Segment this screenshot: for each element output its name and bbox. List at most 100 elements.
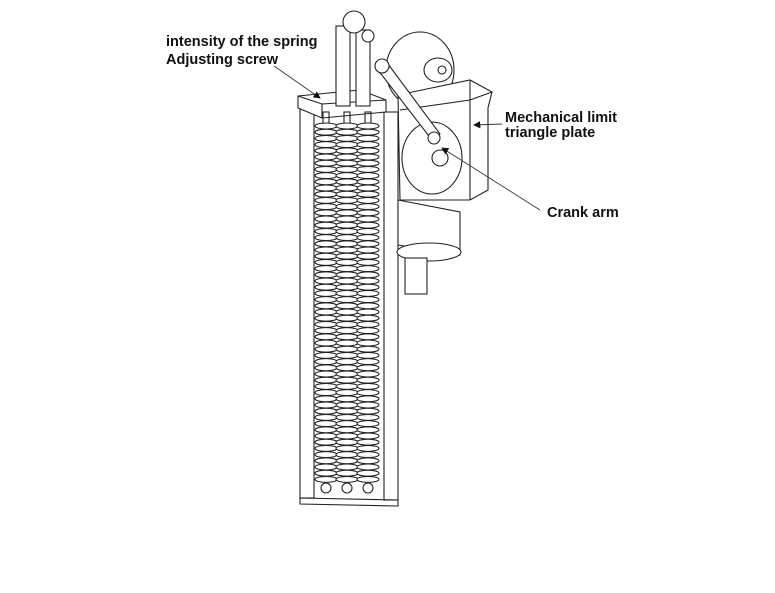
spring-coil — [356, 451, 380, 459]
spring-coil — [335, 407, 359, 415]
spring-coil — [356, 128, 380, 136]
spring-coil — [314, 475, 338, 483]
spring-coil — [335, 370, 359, 378]
spring-coil — [335, 209, 359, 217]
spring-coil — [356, 209, 380, 217]
spring-coil — [335, 339, 359, 347]
spring-coil — [356, 333, 380, 341]
spring-coil — [356, 289, 380, 297]
spring-coil — [314, 376, 338, 384]
spring-coil — [335, 134, 359, 142]
spring-coil — [314, 426, 338, 434]
spring-coil — [356, 240, 380, 248]
spring-coil — [335, 258, 359, 266]
spring-coil — [335, 122, 359, 130]
spring-coil — [314, 265, 338, 273]
spring-coil — [314, 351, 338, 359]
spring-coil — [335, 389, 359, 397]
spring-coil — [335, 141, 359, 149]
spring-coil — [335, 296, 359, 304]
label-adjusting-screw: Adjusting screw — [166, 52, 278, 68]
spring-coil — [356, 196, 380, 204]
spring-coil — [335, 221, 359, 229]
spring-coil — [335, 184, 359, 192]
spring-coil — [314, 227, 338, 235]
spring-coil — [356, 314, 380, 322]
spring-coil — [356, 432, 380, 440]
spring-coil — [356, 271, 380, 279]
spring-coil — [356, 420, 380, 428]
spring-coil — [335, 382, 359, 390]
spring-coil — [335, 395, 359, 403]
spring-coil — [314, 320, 338, 328]
label-crank-arm: Crank arm — [547, 205, 619, 221]
spring-coil — [356, 258, 380, 266]
spring-coil — [314, 165, 338, 173]
motor-fan — [396, 199, 462, 295]
spring-coil — [314, 308, 338, 316]
spring-coil — [314, 463, 338, 471]
spring-coil — [314, 246, 338, 254]
spring-coil — [356, 283, 380, 291]
spring-coil — [335, 420, 359, 428]
spring-coil — [335, 320, 359, 328]
spring-coil — [335, 327, 359, 335]
spring-coil — [356, 395, 380, 403]
spring-coil — [356, 265, 380, 273]
spring-coil — [335, 475, 359, 483]
spring-coil — [335, 252, 359, 260]
spring-coil — [335, 376, 359, 384]
spring-coil — [356, 165, 380, 173]
springs — [314, 111, 380, 494]
spring-coil — [356, 358, 380, 366]
spring-coil — [335, 364, 359, 372]
spring-coil — [314, 370, 338, 378]
spring-hook — [362, 482, 374, 494]
spring-coil — [356, 246, 380, 254]
spring-coil — [335, 469, 359, 477]
spring-coil — [314, 209, 338, 217]
spring-coil — [356, 221, 380, 229]
spring-coil — [356, 147, 380, 155]
spring-coil — [314, 389, 338, 397]
spring-coil — [356, 308, 380, 316]
label-spring-intensity: intensity of the spring — [166, 34, 318, 50]
spring-coil — [314, 258, 338, 266]
spring-coil — [314, 302, 338, 310]
spring-hook — [341, 482, 353, 494]
spring-coil — [335, 457, 359, 465]
spring-coil — [356, 345, 380, 353]
gearbox-housing — [385, 31, 493, 201]
spring-coil — [356, 401, 380, 409]
spring-coil — [335, 351, 359, 359]
spring-coil — [356, 457, 380, 465]
spring-coil — [314, 438, 338, 446]
spring-coil — [356, 122, 380, 130]
spring-coil — [314, 172, 338, 180]
spring-coil — [335, 289, 359, 297]
spring-coil — [356, 277, 380, 285]
spring-coil — [356, 327, 380, 335]
spring-coil — [314, 153, 338, 161]
label-triangle-plate: triangle plate — [505, 125, 596, 141]
spring-coil — [335, 203, 359, 211]
spring-coil — [356, 364, 380, 372]
spring-coil — [335, 190, 359, 198]
spring-coil — [335, 165, 359, 173]
spring-coil — [356, 296, 380, 304]
spring-coil — [335, 215, 359, 223]
spring-coil — [356, 339, 380, 347]
spring-coil — [335, 227, 359, 235]
spring-coil — [335, 246, 359, 254]
spring-coil — [356, 172, 380, 180]
spring-coil — [314, 277, 338, 285]
spring-coil — [314, 296, 338, 304]
spring-coil — [356, 370, 380, 378]
spring-coil — [314, 432, 338, 440]
spring-coil — [356, 184, 380, 192]
spring-coil — [314, 382, 338, 390]
spring-coil — [314, 234, 338, 242]
spring-coil — [356, 320, 380, 328]
